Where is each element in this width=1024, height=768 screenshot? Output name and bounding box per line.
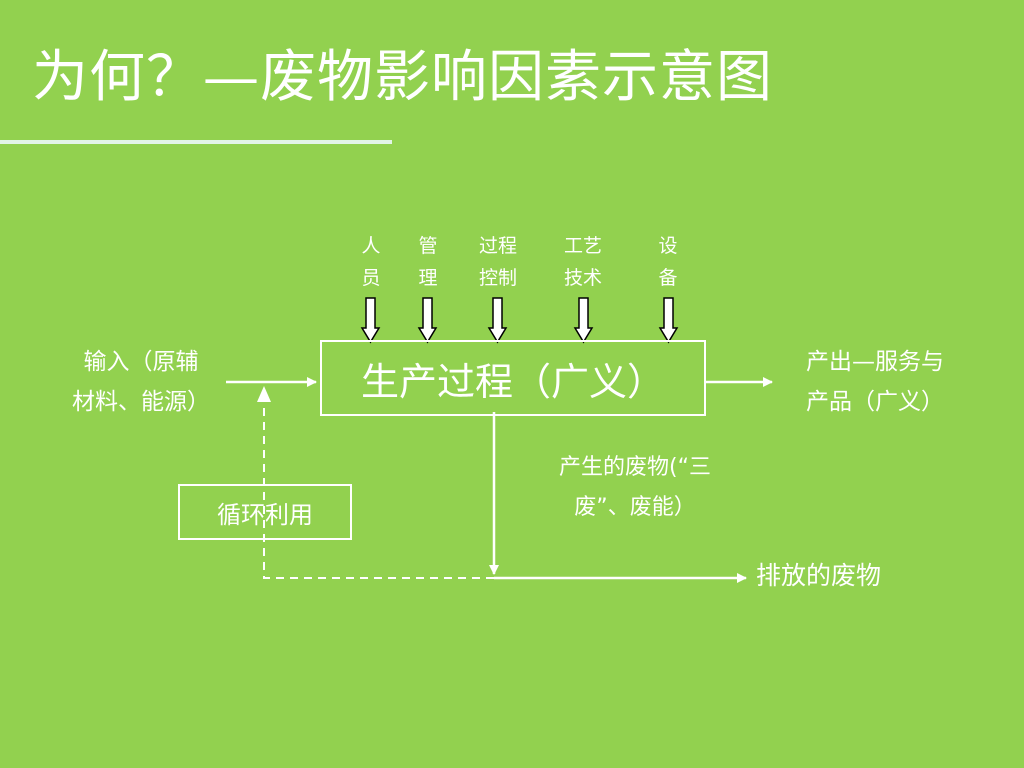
waste-generated-label: 产生的废物(“三 废”、废能） (520, 448, 750, 528)
factor-equipment: 设 备 (648, 230, 688, 294)
factor-arrow-5 (658, 297, 679, 344)
recycle-arrow-head (257, 386, 271, 402)
factor-equipment-line2: 备 (658, 267, 678, 289)
factor-arrow-3 (487, 297, 508, 344)
factor-equipment-line1: 设 (658, 235, 678, 257)
output-label-line2: 产品（广义） (806, 389, 944, 415)
output-label: 产出—服务与 产品（广义） (780, 342, 970, 422)
input-label: 输入（原辅 材料、能源） (46, 342, 236, 422)
factor-management-line1: 管 (418, 235, 438, 257)
factor-arrow-2 (417, 297, 438, 344)
title-underline (0, 140, 392, 144)
page-title: 为何？—废物影响因素示意图 (32, 45, 773, 110)
discharge-label: 排放的废物 (756, 561, 882, 590)
input-label-line2: 材料、能源） (72, 389, 210, 415)
input-label-line1: 输入（原辅 (83, 349, 199, 375)
factor-personnel: 人 员 (351, 230, 391, 294)
production-process-box: 生产过程（广义） (320, 340, 706, 416)
recycle-box: 循环利用 (178, 484, 352, 540)
factor-personnel-line2: 员 (361, 267, 381, 289)
factor-arrow-1 (360, 297, 381, 344)
factor-process-control: 过程 控制 (468, 230, 528, 294)
factor-arrow-4 (573, 297, 594, 344)
factor-personnel-line1: 人 (361, 235, 381, 257)
output-label-line1: 产出—服务与 (806, 349, 944, 375)
waste-generated-line1: 产生的废物(“三 (559, 455, 711, 480)
recycle-loop-line (263, 398, 494, 579)
factor-technology: 工艺 技术 (553, 230, 613, 294)
factor-process-control-line2: 控制 (478, 267, 517, 289)
factor-management-line2: 理 (418, 267, 438, 289)
waste-generated-line2: 废”、废能） (574, 495, 696, 520)
factor-technology-line1: 工艺 (563, 235, 602, 257)
factor-management: 管 理 (408, 230, 448, 294)
factor-technology-line2: 技术 (563, 267, 602, 289)
factor-process-control-line1: 过程 (478, 235, 517, 257)
